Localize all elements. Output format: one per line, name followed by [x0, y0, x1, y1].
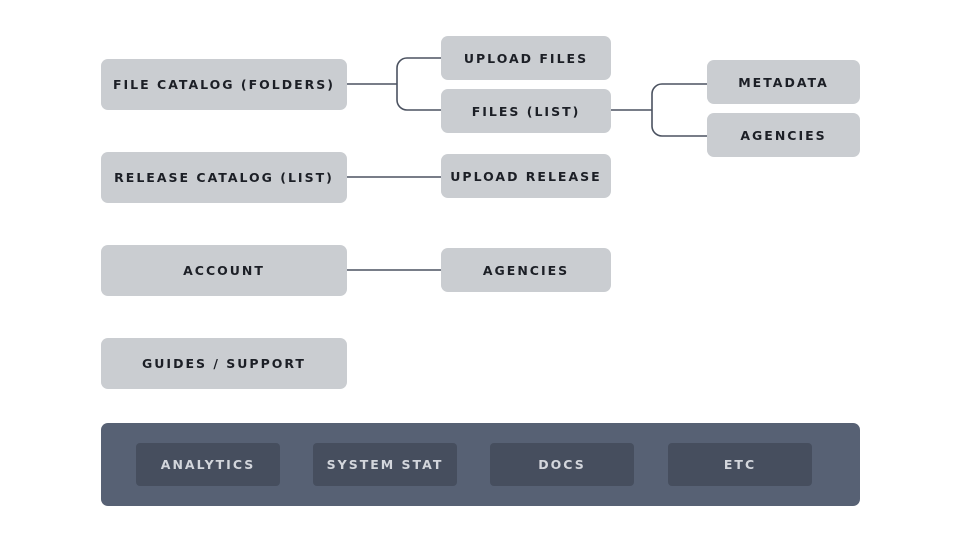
node-metadata[interactable]: METADATA [707, 60, 860, 104]
bottom-toolbar: ANALYTICS SYSTEM STAT DOCS ETC [101, 423, 860, 506]
node-files-list[interactable]: FILES (LIST) [441, 89, 611, 133]
toolbar-system-stat-button[interactable]: SYSTEM STAT [313, 443, 457, 486]
node-guides-support[interactable]: GUIDES / SUPPORT [101, 338, 347, 389]
node-upload-release[interactable]: UPLOAD RELEASE [441, 154, 611, 198]
node-file-catalog[interactable]: FILE CATALOG (FOLDERS) [101, 59, 347, 110]
connector-file-catalog [346, 57, 441, 111]
node-release-catalog[interactable]: RELEASE CATALOG (LIST) [101, 152, 347, 203]
toolbar-etc-button[interactable]: ETC [668, 443, 812, 486]
toolbar-analytics-button[interactable]: ANALYTICS [136, 443, 280, 486]
node-files-agencies[interactable]: AGENCIES [707, 113, 860, 157]
node-upload-files[interactable]: UPLOAD FILES [441, 36, 611, 80]
node-account[interactable]: ACCOUNT [101, 245, 347, 296]
toolbar-docs-button[interactable]: DOCS [490, 443, 634, 486]
connector-files-list [610, 83, 707, 137]
node-account-agencies[interactable]: AGENCIES [441, 248, 611, 292]
